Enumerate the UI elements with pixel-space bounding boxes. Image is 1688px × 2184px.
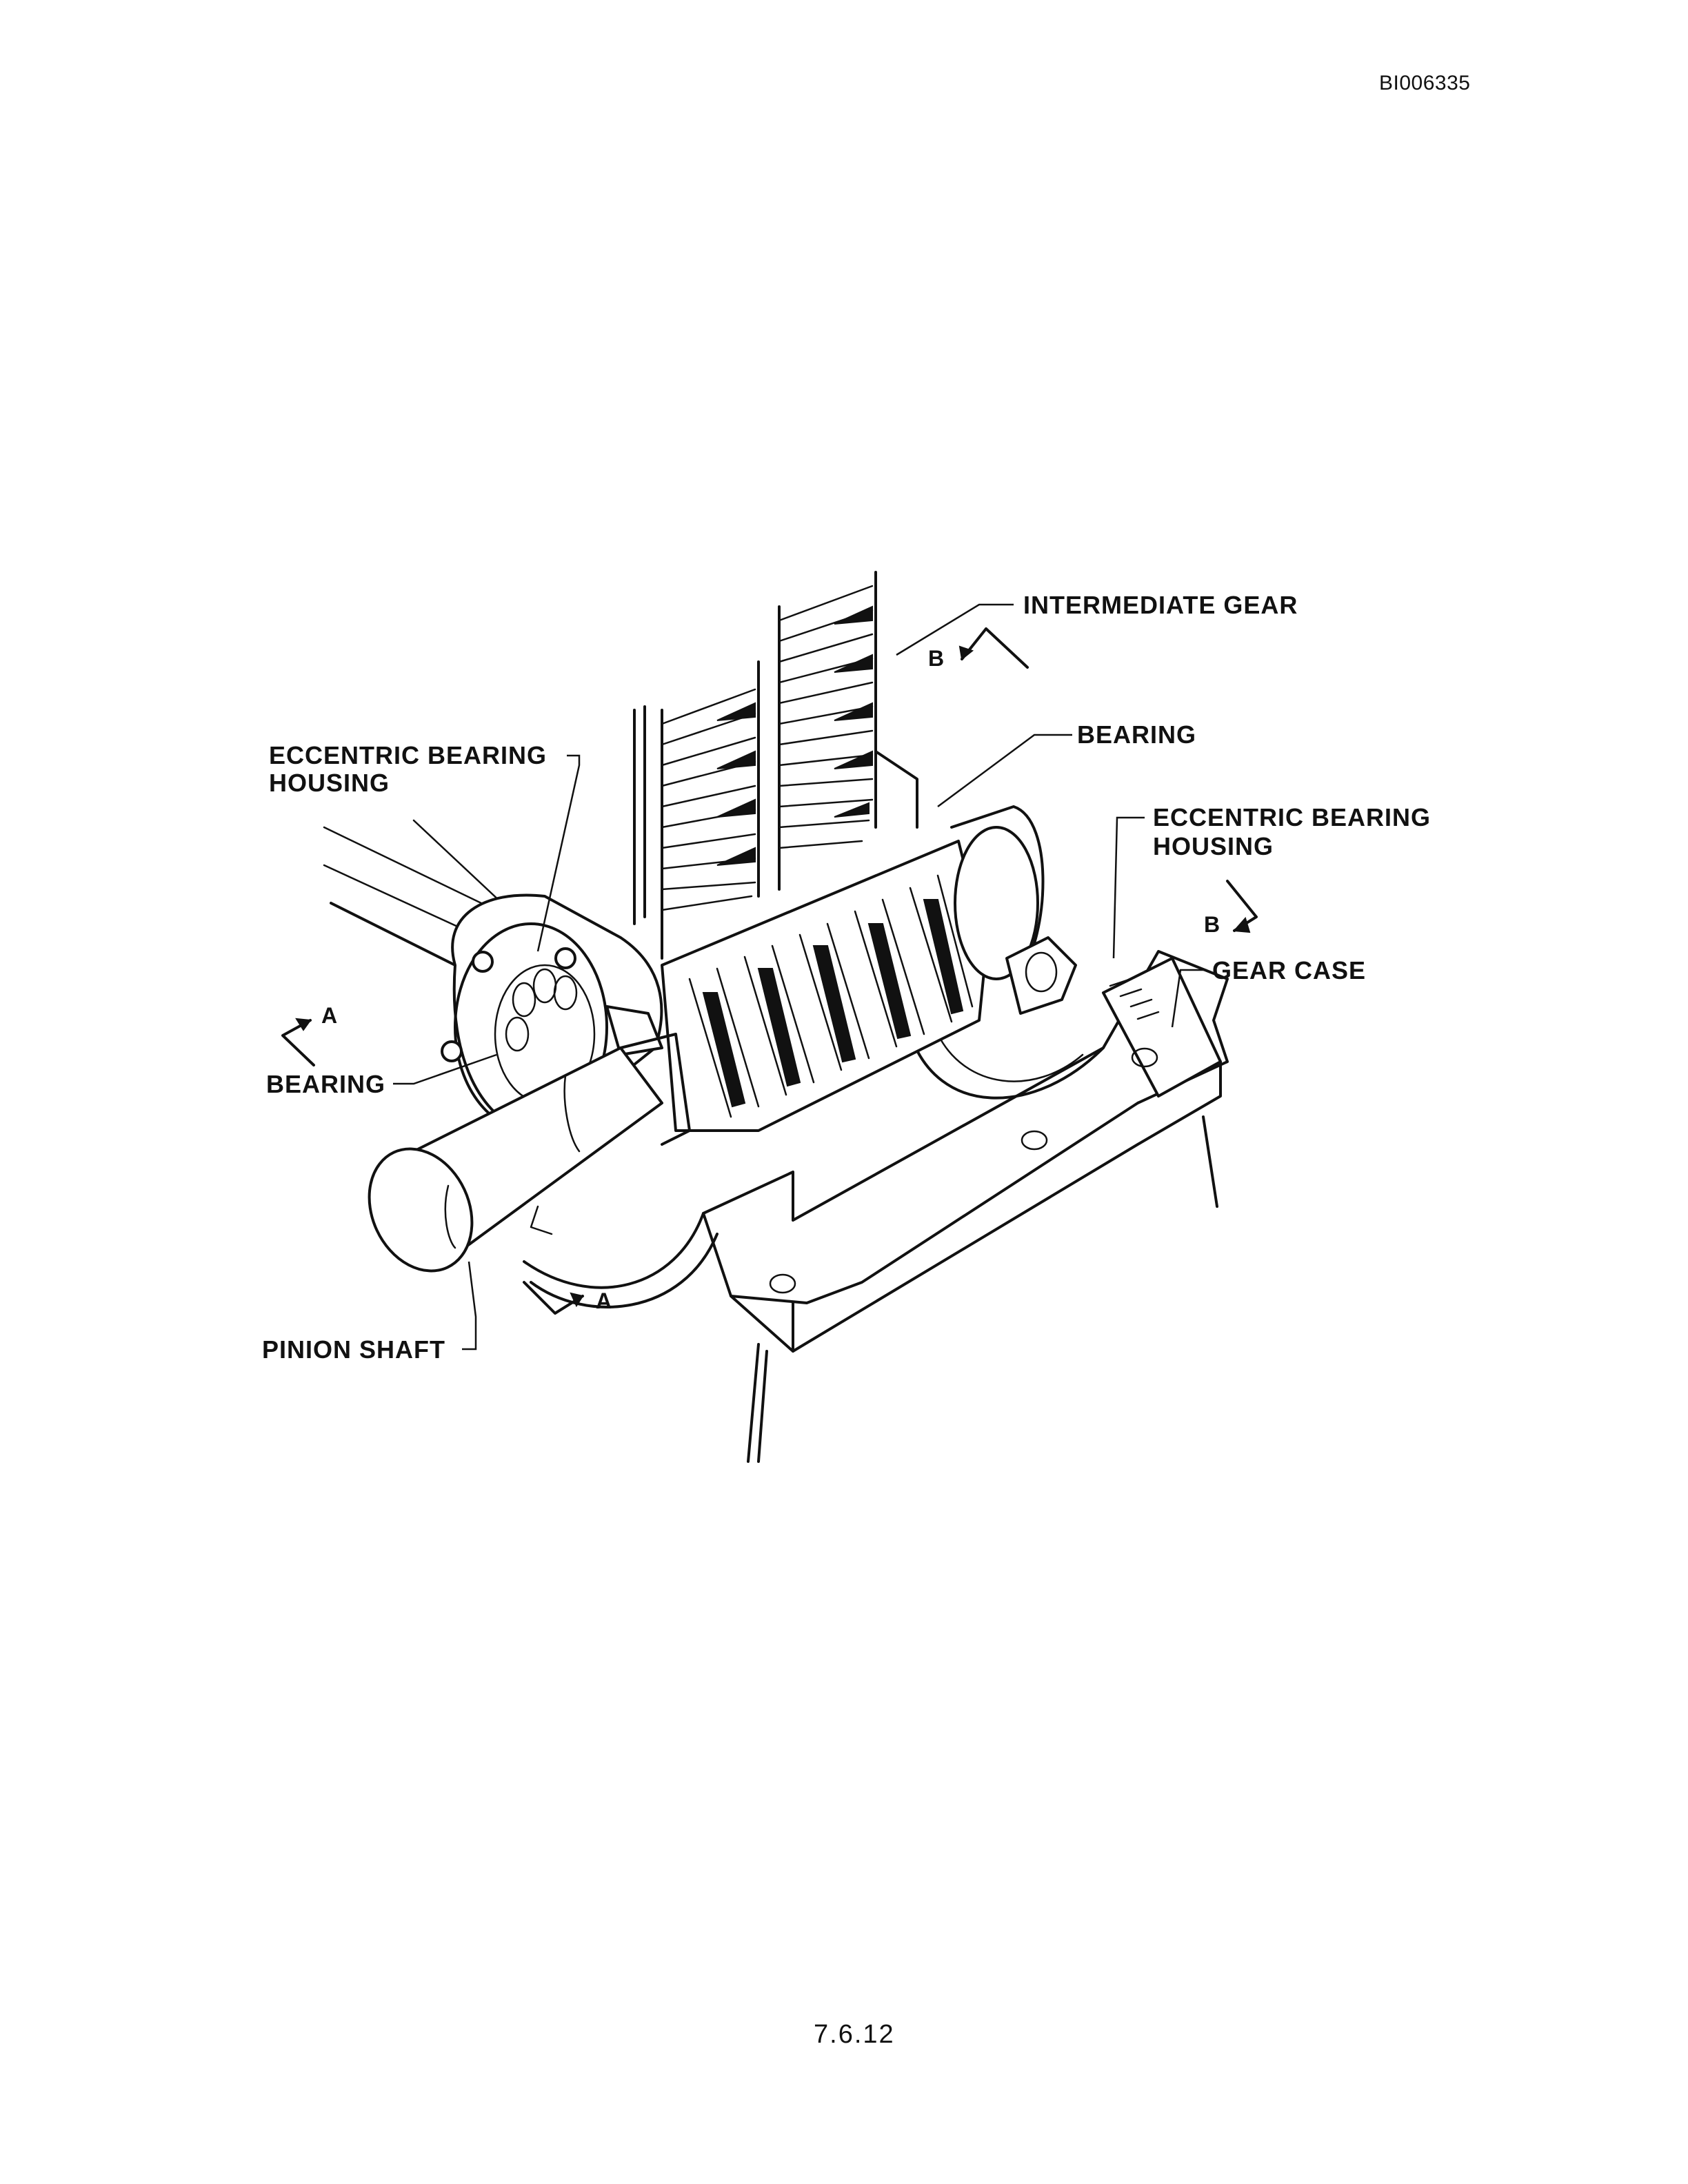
pinion-shaft-drawing	[368, 1033, 691, 1273]
section-letter-b-top: B	[928, 646, 944, 671]
label-bearing-left: BEARING	[266, 1070, 385, 1098]
section-a-left-arrow	[281, 1019, 315, 1066]
section-a-bottom-arrow	[523, 1281, 584, 1315]
intermediate-gear-drawing	[633, 571, 918, 960]
pinion-gear-drawing	[661, 805, 1077, 1132]
leader-lines	[393, 603, 1207, 1351]
section-letter-a-left: A	[321, 1003, 337, 1028]
document-id: BI006335	[1379, 72, 1471, 94]
label-intermediate-gear: INTERMEDIATE GEAR	[1023, 591, 1298, 619]
section-markers	[281, 627, 1258, 1315]
label-eccentric-left-line1: ECCENTRIC BEARING	[269, 741, 547, 769]
section-b-top-arrow	[961, 627, 1029, 669]
page-number: 7.6.12	[814, 2020, 895, 2049]
label-eccentric-right-line2: HOUSING	[1153, 832, 1274, 860]
label-eccentric-right-line1: ECCENTRIC BEARING	[1153, 803, 1431, 831]
gear-case-drawing	[523, 950, 1229, 1463]
label-bearing-upper: BEARING	[1077, 720, 1196, 749]
diagram-labels: INTERMEDIATE GEAR BEARING ECCENTRIC BEAR…	[262, 591, 1431, 1364]
label-pinion-shaft: PINION SHAFT	[262, 1335, 445, 1364]
section-letter-a-bottom: A	[596, 1288, 612, 1313]
label-gear-case: GEAR CASE	[1212, 956, 1366, 984]
label-eccentric-left-line2: HOUSING	[269, 769, 390, 797]
section-letter-b-right: B	[1204, 912, 1220, 937]
